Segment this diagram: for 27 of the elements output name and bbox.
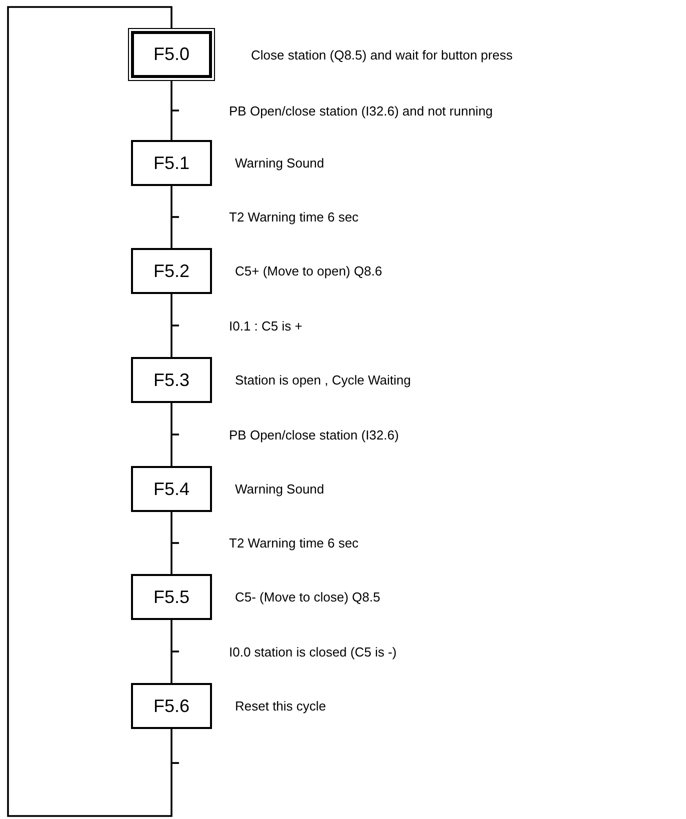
step-action-text: C5- (Move to close) Q8.5: [235, 590, 380, 604]
connector-line: [7, 6, 172, 817]
connector-line: [170, 186, 172, 248]
step-box: F5.2: [131, 248, 212, 294]
connector-line: [170, 403, 172, 466]
step-box: F5.4: [131, 466, 212, 512]
step-box: F5.3: [131, 357, 212, 403]
step-action-text: Close station (Q8.5) and wait for button press: [251, 47, 513, 62]
transition-condition: PB Open/close station (I32.6): [228, 427, 400, 442]
step-action-text: Station is open , Cycle Waiting: [235, 372, 411, 388]
connector-line: [170, 620, 172, 683]
transition-condition: I0.1 : C5 is +: [228, 318, 304, 333]
step-action-text: Reset this cycle: [235, 698, 326, 714]
step-box: F5.0: [128, 28, 215, 81]
step-box: F5.5: [131, 574, 212, 620]
connector-line: [170, 512, 172, 574]
connector-line: [170, 294, 172, 357]
transition-condition: PB Open/close station (I32.6) and not running: [228, 103, 494, 118]
transition-condition: I0.0 station is closed (C5 is -): [228, 644, 398, 659]
transition-condition: T2 Warning time 6 sec: [228, 536, 360, 550]
transition-condition: T2 Warning time 6 sec: [228, 210, 360, 224]
step-box: F5.6: [131, 683, 212, 729]
connector-line: [170, 81, 172, 140]
step-action-text: C5+ (Move to open) Q8.6: [235, 264, 382, 278]
step-action-text: Warning Sound: [235, 156, 324, 170]
step-box: F5.1: [131, 140, 212, 186]
step-action-text: Warning Sound: [235, 482, 324, 496]
